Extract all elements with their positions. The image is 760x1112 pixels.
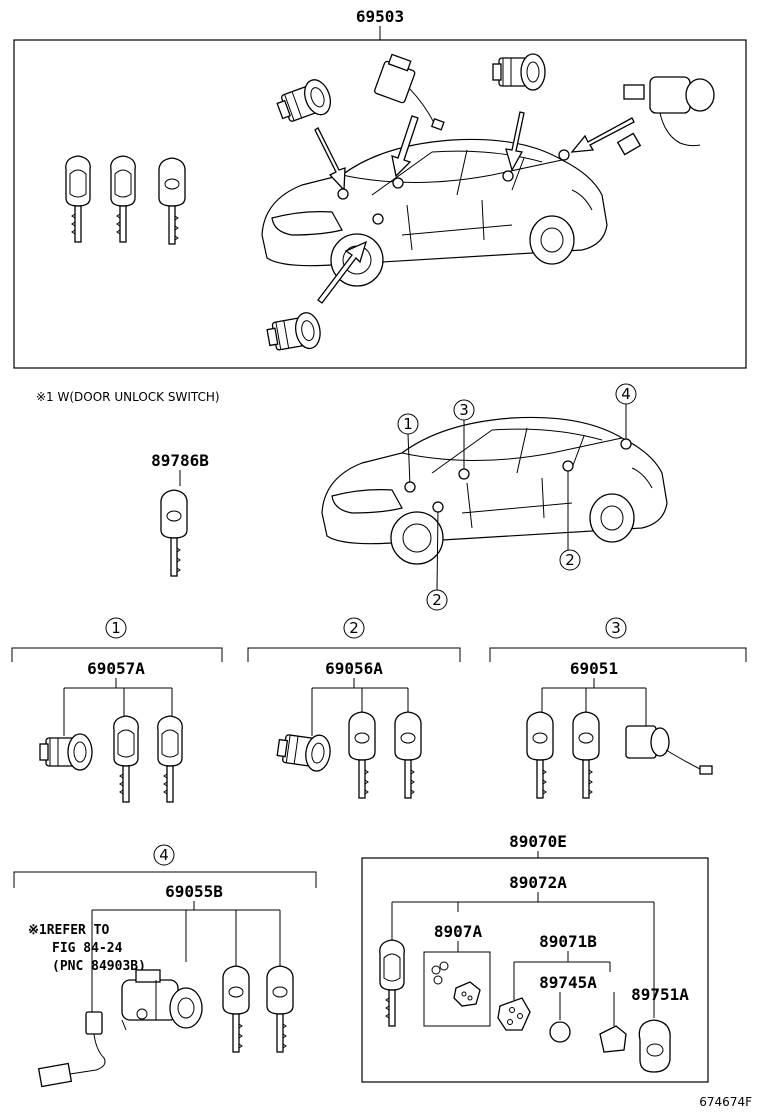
door-control-switch-icon [616, 76, 715, 156]
part-number-69056A: 69056A [325, 659, 383, 678]
pointer-arrows [314, 111, 635, 304]
part-number-69051: 69051 [570, 659, 618, 678]
callout-2-left: 2 [432, 591, 442, 609]
svg-text:2: 2 [349, 619, 359, 637]
part-number-69055B: 69055B [165, 882, 223, 901]
key-set-top [65, 155, 186, 245]
part-number-89745A: 89745A [539, 973, 597, 992]
top-assembly-box: 69503 [13, 7, 747, 369]
callout-4: 4 [621, 385, 631, 403]
lock-cylinder-icon [275, 729, 333, 774]
figure-code: 674674F [699, 1095, 752, 1109]
svg-text:1: 1 [111, 619, 121, 637]
callout-1: 1 [403, 415, 413, 433]
callout-3: 3 [459, 401, 469, 419]
part-number-69503: 69503 [356, 7, 404, 26]
refer-note-line3: (PNC 84903B) [52, 959, 146, 974]
lock-cylinder-icon [39, 733, 93, 771]
door-lock-cylinder-lower-icon [264, 310, 324, 356]
ignition-switch-icon [374, 53, 445, 131]
battery-cover-icon [599, 1025, 627, 1053]
car-illustration-middle [321, 416, 668, 565]
trunk-lock-cylinder-icon [492, 53, 546, 91]
part-number-89786B: 89786B [151, 451, 209, 470]
note-door-unlock-switch: ※1 W(DOOR UNLOCK SWITCH) [36, 390, 220, 404]
refer-note-line1: ※1REFER TO [28, 923, 110, 938]
door-unlock-switch-icon [37, 1011, 106, 1088]
group-1: 1 69057A [11, 617, 223, 803]
transmitter-cover-icon [638, 1019, 671, 1073]
group-4: 4 69055B ※1REFER TO FIG 84-24 (PNC 84903… [13, 844, 317, 1088]
part-number-89071B: 89071B [539, 932, 597, 951]
part-number-89070E: 89070E [509, 832, 567, 851]
group-2: 2 69056A [247, 617, 461, 799]
door-lock-cylinder-icon [273, 75, 336, 129]
part-number-8907A: 8907A [434, 922, 483, 941]
key-89786B: 89786B [151, 451, 209, 577]
callout-markers-middle: 1 3 4 2 2 [397, 383, 637, 611]
group-3: 3 69051 [489, 617, 747, 799]
svg-text:3: 3 [611, 619, 621, 637]
car-illustration-top [261, 138, 608, 287]
transmitter-case-icon [497, 997, 531, 1031]
transmitter-box: 89070E 89072A 8907A 89071B 89745A [361, 832, 709, 1083]
part-number-69057A: 69057A [87, 659, 145, 678]
ignition-lock-assembly-icon [121, 969, 203, 1031]
part-number-89751A: 89751A [631, 985, 689, 1004]
refer-note-line2: FIG 84-24 [52, 941, 123, 956]
battery-icon [549, 1021, 571, 1043]
part-number-89072A: 89072A [509, 873, 567, 892]
callout-2-right: 2 [565, 551, 575, 569]
ignition-switch-icon [625, 725, 713, 775]
location-dots-top [337, 149, 570, 225]
circuit-board-icon [431, 961, 481, 1007]
svg-text:4: 4 [159, 846, 169, 864]
